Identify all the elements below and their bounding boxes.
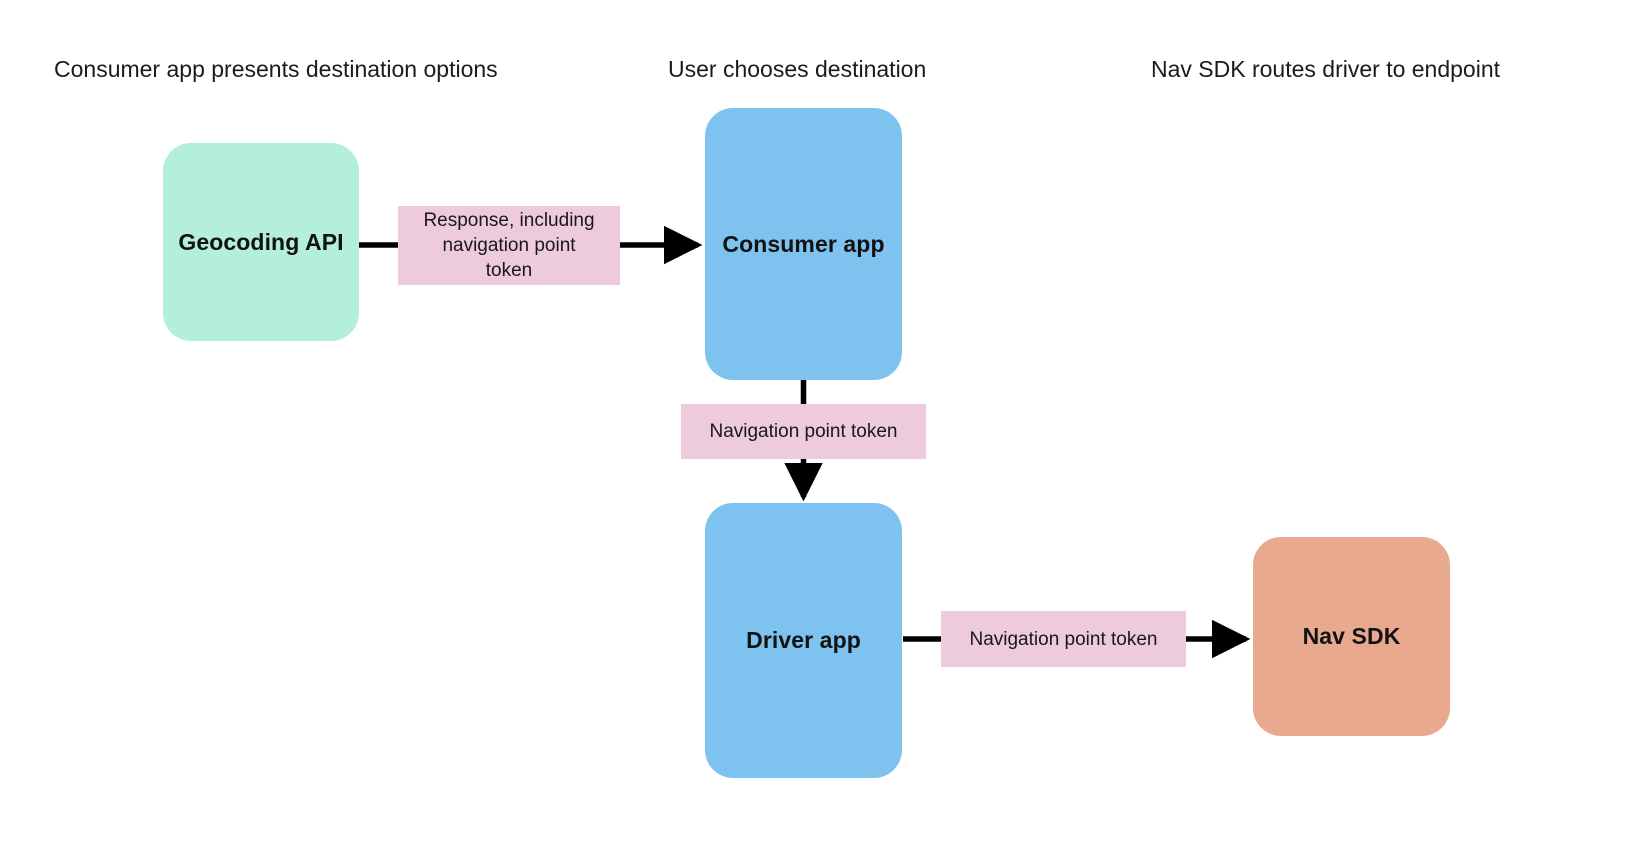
column-heading-consumer-app-presents: Consumer app presents destination option…	[54, 56, 498, 82]
column-heading-user-chooses-destination: User chooses destination	[668, 56, 927, 82]
node-geocoding-api[interactable]: Geocoding API	[163, 143, 359, 341]
node-consumer-app[interactable]: Consumer app	[705, 108, 902, 380]
node-geocoding-api-label: Geocoding API	[178, 228, 344, 255]
node-driver-app[interactable]: Driver app	[705, 503, 902, 778]
node-nav-sdk[interactable]: Nav SDK	[1253, 537, 1450, 736]
edge-label-consumer-to-driver: Navigation point token	[681, 404, 926, 459]
column-heading-nav-sdk-routes-driver: Nav SDK routes driver to endpoint	[1151, 56, 1501, 82]
edge-label-driver-to-navsdk: Navigation point token	[941, 611, 1186, 667]
edge-label-consumer-to-driver-text: Navigation point token	[709, 421, 898, 442]
node-nav-sdk-label: Nav SDK	[1302, 623, 1401, 649]
node-consumer-app-label: Consumer app	[722, 230, 885, 257]
node-driver-app-label: Driver app	[746, 627, 861, 653]
edge-label-driver-to-navsdk-text: Navigation point token	[969, 628, 1158, 650]
